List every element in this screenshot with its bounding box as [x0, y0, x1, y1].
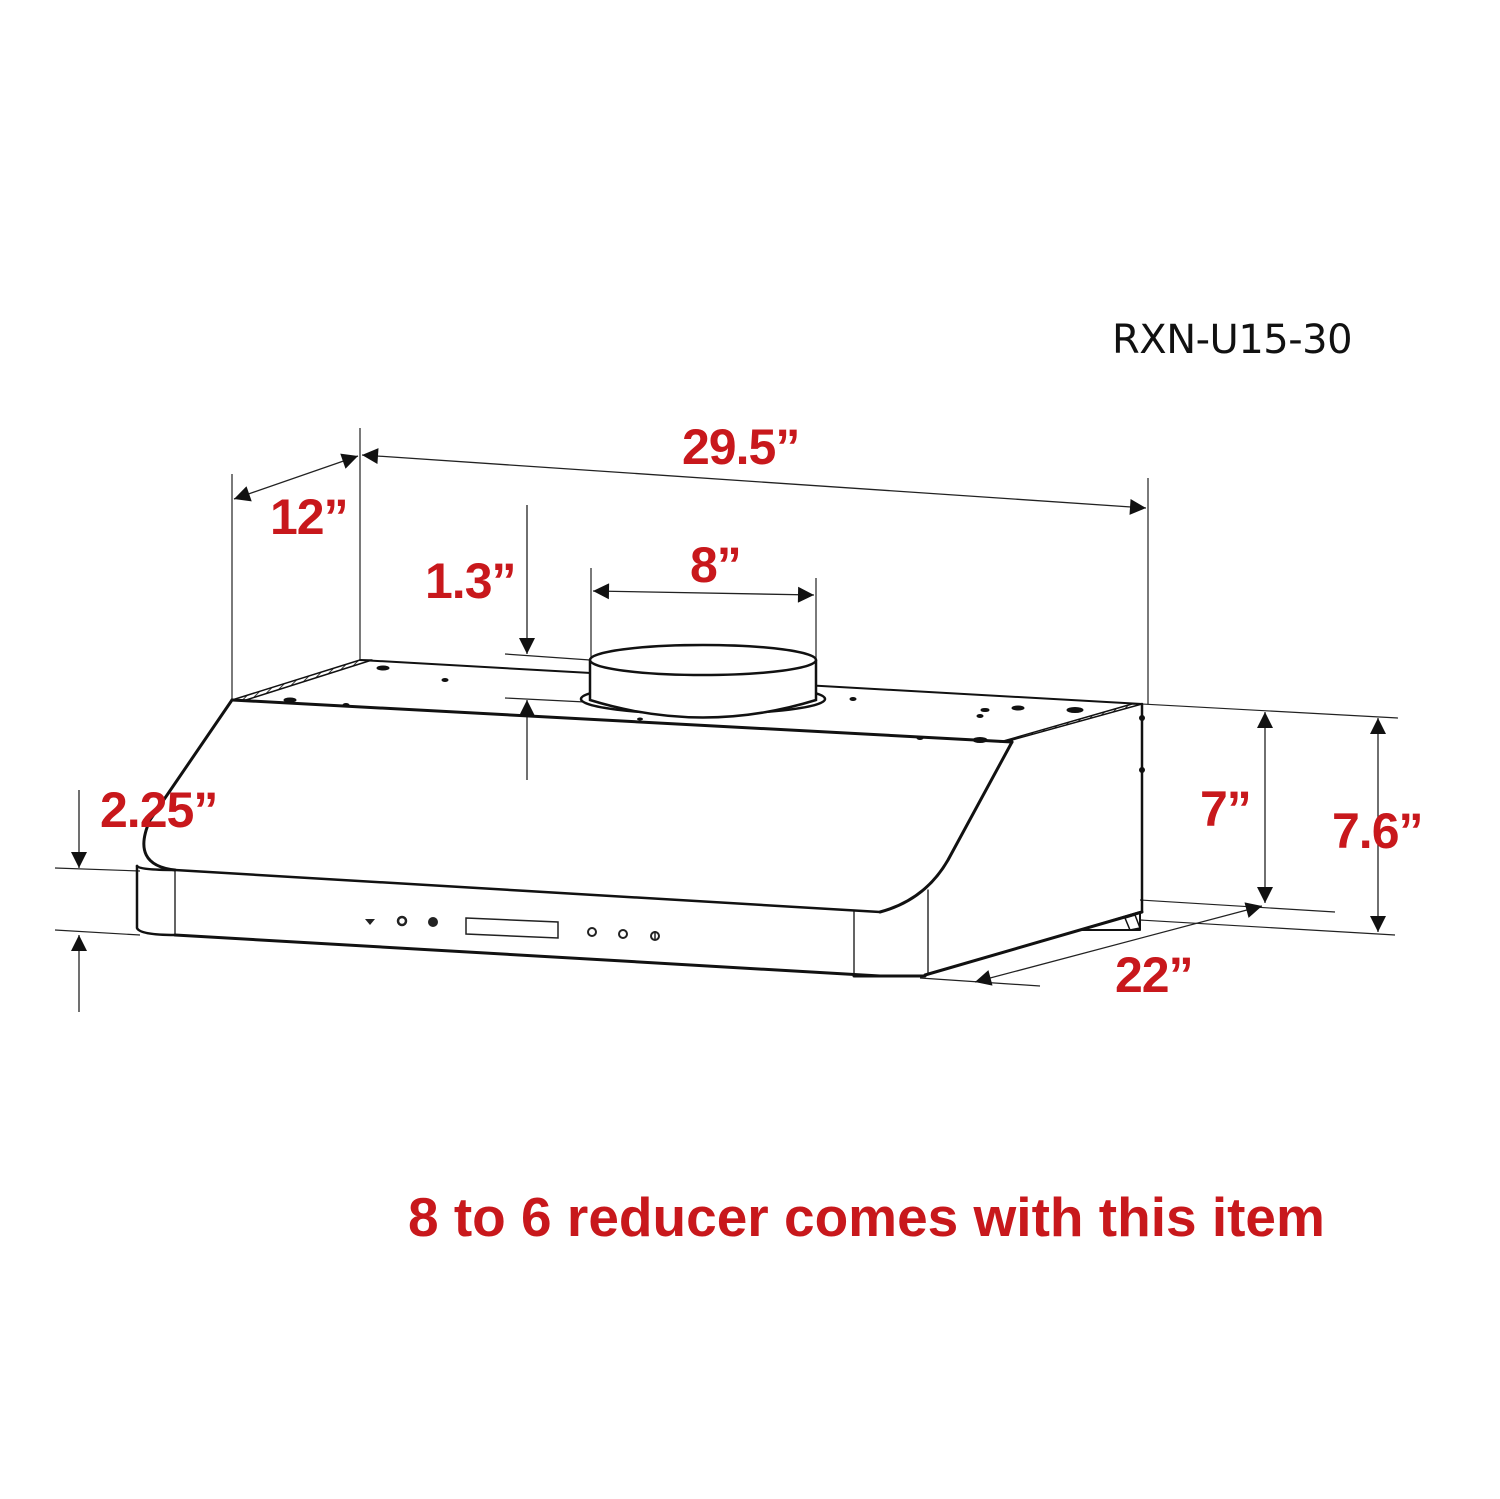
lcd-display — [465, 917, 559, 939]
wifi-icon — [365, 919, 375, 925]
fan-button — [587, 927, 597, 937]
dimension-body-height-label: 7” — [1200, 781, 1252, 837]
model-number: RXN-U15-30 — [1112, 317, 1353, 363]
control-panel — [365, 915, 660, 941]
dimension-depth-label: 22” — [1115, 947, 1194, 1003]
dimension-top-depth-label: 12” — [270, 489, 349, 545]
dimension-front-panel-height-label: 2.25” — [100, 782, 218, 838]
dimension-collar-height-label: 1.3” — [425, 553, 517, 609]
extension-lines — [54, 428, 1399, 987]
dimension-duct-diameter-label: 8” — [690, 537, 742, 593]
dimension-lines — [71, 448, 1386, 1012]
reducer-note: 8 to 6 reducer comes with this item — [408, 1186, 1325, 1248]
dimension-total-height-label: 7.6” — [1332, 803, 1424, 859]
power-button — [650, 931, 660, 941]
hood-body — [135, 659, 1145, 978]
ring-button — [396, 915, 408, 927]
dimension-width-label: 29.5” — [682, 419, 800, 475]
light-button — [618, 929, 628, 939]
duct-collar — [579, 643, 827, 721]
dot-button — [428, 917, 438, 927]
